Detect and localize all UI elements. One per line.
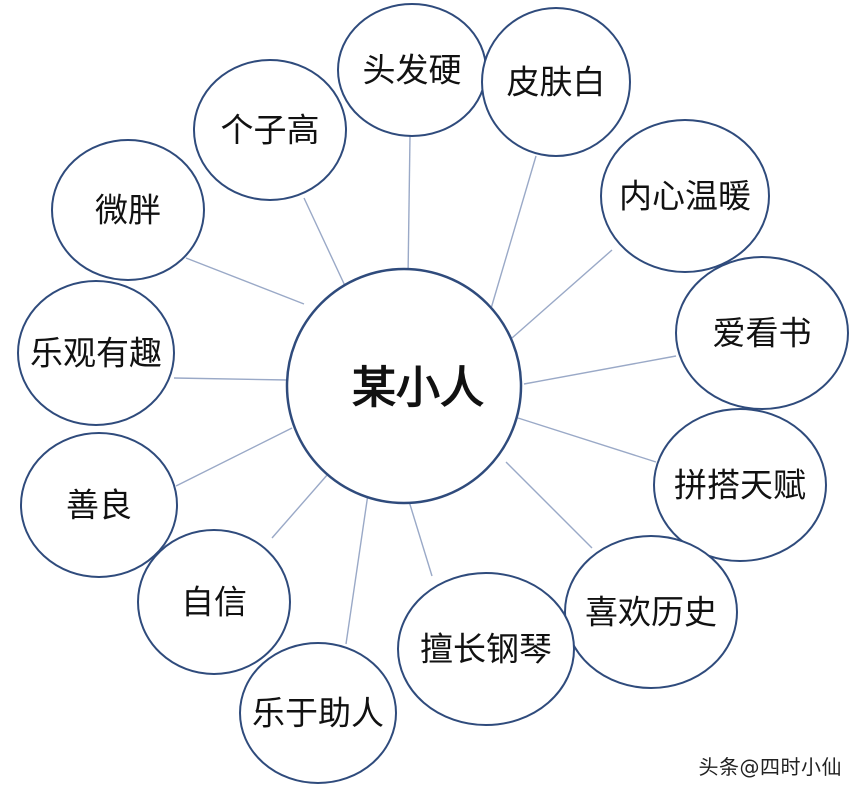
trait-circle-piano <box>397 572 575 726</box>
trait-node-warm: 内心温暖 <box>600 119 770 273</box>
connector-lego <box>517 417 657 463</box>
trait-node-tall: 个子高 <box>193 59 347 201</box>
trait-label-warm: 内心温暖 <box>619 177 751 216</box>
trait-circle-confident <box>137 529 291 675</box>
connector-lines <box>173 135 677 645</box>
trait-circle-kind <box>20 432 178 578</box>
trait-node-history: 喜欢历史 <box>564 535 738 689</box>
trait-circle-lego <box>653 408 827 562</box>
trait-node-optimistic: 乐观有趣 <box>17 280 175 426</box>
trait-node-confident: 自信 <box>137 529 291 675</box>
connector-confident <box>271 473 329 539</box>
trait-label-chubby: 微胖 <box>95 191 161 230</box>
trait-node-helpful: 乐于助人 <box>239 642 397 784</box>
connector-history <box>505 461 593 549</box>
trait-node-skin: 皮肤白 <box>481 7 631 157</box>
connector-skin <box>489 155 537 313</box>
trait-label-optimistic: 乐观有趣 <box>30 334 162 373</box>
trait-circle-books <box>675 256 849 410</box>
trait-label-lego: 拼搭天赋 <box>674 466 806 505</box>
trait-node-piano: 擅长钢琴 <box>397 572 575 726</box>
trait-label-kind: 善良 <box>66 486 132 525</box>
connector-helpful <box>345 493 369 645</box>
trait-circle-warm <box>600 119 770 273</box>
trait-label-piano: 擅长钢琴 <box>420 630 552 669</box>
watermark-label: 头条@四时小仙 <box>698 755 842 779</box>
trait-circle-optimistic <box>17 280 175 426</box>
trait-node-hair: 头发硬 <box>337 3 487 137</box>
trait-node-books: 爱看书 <box>675 256 849 410</box>
connector-tall <box>303 197 347 289</box>
trait-label-hair: 头发硬 <box>363 51 462 90</box>
connector-warm <box>511 249 613 339</box>
trait-label-confident: 自信 <box>181 583 247 622</box>
connector-hair <box>407 135 411 279</box>
trait-circle-chubby <box>51 139 205 281</box>
connector-books <box>523 355 677 385</box>
connector-kind <box>175 427 293 487</box>
trait-label-tall: 个子高 <box>221 111 320 150</box>
connector-chubby <box>185 257 305 305</box>
trait-circle-history <box>564 535 738 689</box>
connector-optimistic <box>173 377 289 381</box>
trait-label-books: 爱看书 <box>713 314 812 353</box>
center-label: 某小人 <box>352 363 484 414</box>
trait-label-skin: 皮肤白 <box>507 63 606 102</box>
trait-node-lego: 拼搭天赋 <box>653 408 827 562</box>
trait-node-chubby: 微胖 <box>51 139 205 281</box>
trait-label-helpful: 乐于助人 <box>252 694 384 733</box>
center-circle <box>285 267 523 505</box>
trait-circle-helpful <box>239 642 397 784</box>
center-node: 某小人 <box>285 267 523 505</box>
trait-circle-tall <box>193 59 347 201</box>
trait-label-history: 喜欢历史 <box>585 593 717 632</box>
watermark: 头条@四时小仙 <box>699 751 843 780</box>
trait-circle-skin <box>481 7 631 157</box>
connector-piano <box>407 497 433 577</box>
trait-node-kind: 善良 <box>20 432 178 578</box>
